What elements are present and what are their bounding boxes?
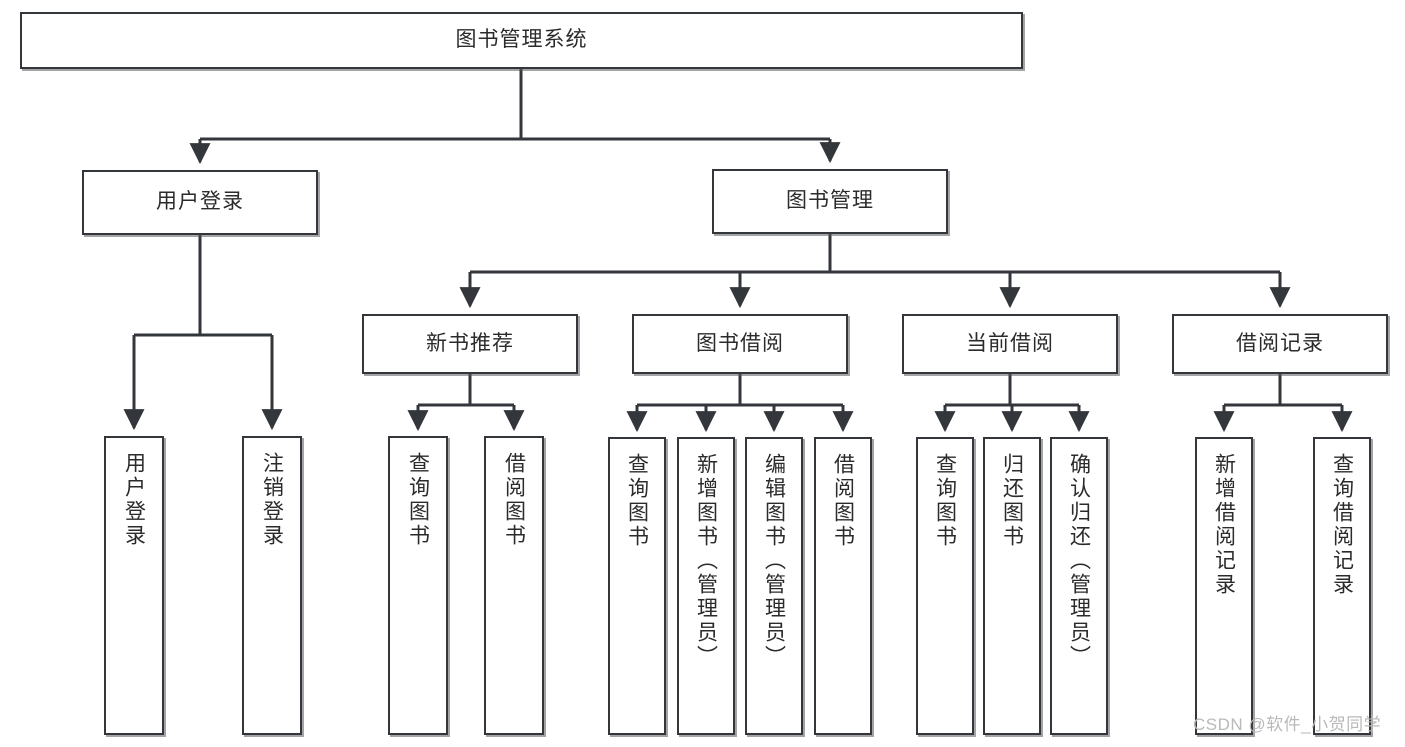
node-user-login[interactable]: 用户登录 bbox=[82, 170, 318, 235]
node-label: 归还图书 bbox=[1000, 453, 1024, 549]
node-label: 图书管理系统 bbox=[455, 28, 588, 52]
node-label: 查询图书 bbox=[406, 452, 430, 548]
node-new-book-recommend[interactable]: 新书推荐 bbox=[362, 314, 578, 374]
leaf-add-book-admin[interactable]: 新增图书（管理员） bbox=[677, 437, 735, 735]
node-book-management[interactable]: 图书管理 bbox=[712, 169, 948, 234]
watermark: CSDN @软件_小贺同学 bbox=[1193, 715, 1382, 734]
node-label: 查询图书 bbox=[933, 453, 957, 549]
leaf-logout[interactable]: 注销登录 bbox=[242, 436, 302, 735]
leaf-query-book-recommend[interactable]: 查询图书 bbox=[388, 436, 448, 735]
node-label: 图书借阅 bbox=[696, 331, 784, 355]
node-label: 用户登录 bbox=[156, 190, 244, 214]
node-book-borrow[interactable]: 图书借阅 bbox=[632, 314, 848, 374]
leaf-query-book-borrow[interactable]: 查询图书 bbox=[608, 437, 666, 735]
leaf-borrow-book-recommend[interactable]: 借阅图书 bbox=[484, 436, 544, 735]
node-label: 新增图书（管理员） bbox=[694, 453, 718, 669]
node-label: 查询图书 bbox=[625, 453, 649, 549]
node-root-system[interactable]: 图书管理系统 bbox=[20, 12, 1023, 69]
node-label: 新增借阅记录 bbox=[1212, 453, 1236, 597]
node-label: 用户登录 bbox=[122, 452, 146, 548]
node-label: 编辑图书（管理员） bbox=[762, 453, 786, 669]
leaf-borrow-book[interactable]: 借阅图书 bbox=[814, 437, 872, 735]
leaf-user-login[interactable]: 用户登录 bbox=[104, 436, 164, 735]
leaf-add-borrow-record[interactable]: 新增借阅记录 bbox=[1195, 437, 1253, 735]
node-label: 新书推荐 bbox=[426, 331, 514, 355]
node-label: 查询借阅记录 bbox=[1330, 453, 1354, 597]
node-label: 确认归还（管理员） bbox=[1067, 453, 1091, 669]
node-label: 借阅图书 bbox=[831, 453, 855, 549]
leaf-edit-book-admin[interactable]: 编辑图书（管理员） bbox=[745, 437, 803, 735]
leaf-return-book[interactable]: 归还图书 bbox=[983, 437, 1041, 735]
node-label: 图书管理 bbox=[786, 189, 874, 213]
leaf-query-book-current[interactable]: 查询图书 bbox=[916, 437, 974, 735]
leaf-query-borrow-record[interactable]: 查询借阅记录 bbox=[1313, 437, 1371, 735]
node-label: 借阅记录 bbox=[1236, 331, 1324, 355]
node-label: 注销登录 bbox=[260, 452, 284, 548]
node-borrow-record[interactable]: 借阅记录 bbox=[1172, 314, 1388, 374]
node-label: 借阅图书 bbox=[502, 452, 526, 548]
node-current-borrow[interactable]: 当前借阅 bbox=[902, 314, 1118, 374]
node-label: 当前借阅 bbox=[966, 331, 1054, 355]
leaf-confirm-return-admin[interactable]: 确认归还（管理员） bbox=[1050, 437, 1108, 735]
